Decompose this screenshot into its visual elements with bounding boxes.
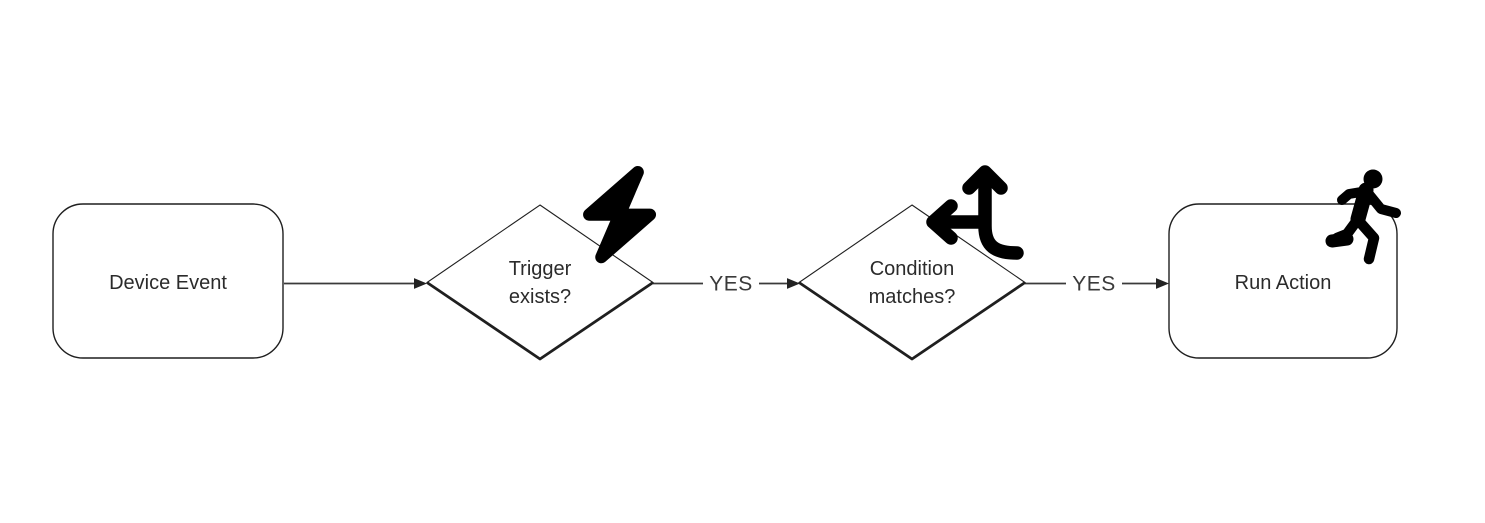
run-action-label: Run Action xyxy=(1235,272,1332,294)
device-event-shape xyxy=(52,203,284,359)
arrow-head xyxy=(414,278,427,289)
condition-matches-label-line2: matches? xyxy=(869,286,956,308)
run-action-node: Run Action xyxy=(1168,169,1401,359)
trigger-exists-node: Trigger exists? xyxy=(426,165,657,361)
condition-matches-shadow-edge xyxy=(798,281,1026,361)
split-arrows-up-left-icon xyxy=(926,165,1024,260)
arrow-head xyxy=(787,278,800,289)
arrow-head xyxy=(1156,278,1169,289)
edge-condition-matches-to-run-action: YES xyxy=(1025,273,1169,296)
condition-matches-label-line1: Condition xyxy=(870,258,955,280)
trigger-exists-label-line2: exists? xyxy=(509,286,571,308)
lightning-bolt-icon xyxy=(583,165,657,264)
trigger-exists-shadow-edge xyxy=(426,281,654,361)
trigger-exists-label-line1: Trigger xyxy=(509,258,572,280)
device-event-label: Device Event xyxy=(109,272,227,294)
edge-label-yes-2: YES xyxy=(1072,273,1116,296)
edge-device-event-to-trigger-exists xyxy=(284,278,427,289)
edge-trigger-exists-to-condition-matches: YES xyxy=(653,273,800,296)
device-event-node: Device Event xyxy=(52,203,284,359)
edge-label-yes-1: YES xyxy=(709,273,753,296)
condition-matches-node: Condition matches? xyxy=(798,165,1026,361)
person-running-icon xyxy=(1325,169,1401,265)
